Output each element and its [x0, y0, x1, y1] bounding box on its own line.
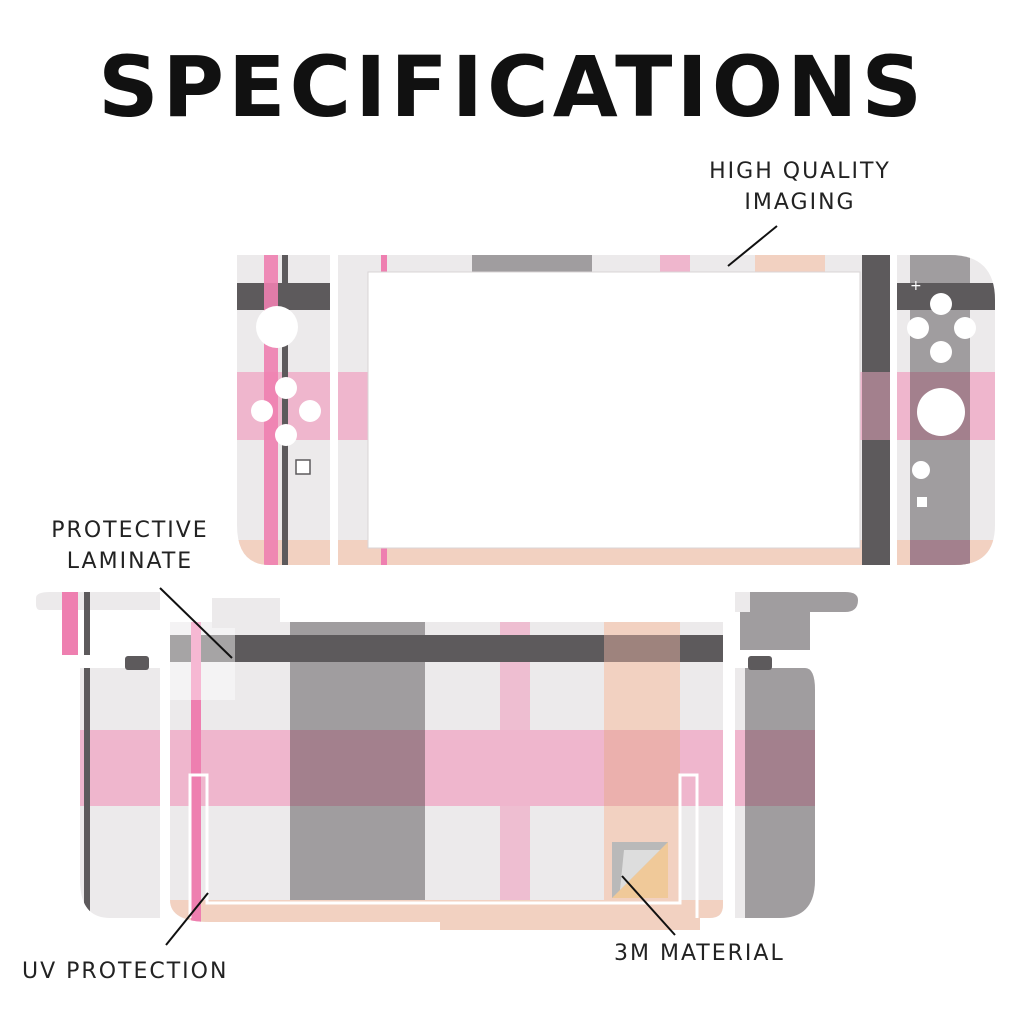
- callout-3m-material: 3M MATERIAL: [614, 941, 785, 966]
- left-stick-hole-icon: [256, 306, 298, 348]
- imaging-leader-line: [727, 225, 778, 267]
- right-stick-hole-icon: [917, 388, 965, 436]
- laminate-leader-line: [159, 587, 233, 659]
- callout-uv-protection: UV PROTECTION: [22, 959, 229, 984]
- screen-cutout: [367, 271, 861, 549]
- left-rail-skin: [80, 668, 160, 918]
- material-leader-line: [621, 875, 676, 936]
- callout-laminate-line-2: LAMINATE: [66, 549, 194, 574]
- right-trigger-skin: [735, 592, 858, 612]
- uv-leader-line: [165, 892, 209, 946]
- callout-imaging-line-1: HIGH QUALITY: [709, 159, 891, 184]
- left-joycon-skin: [237, 255, 330, 565]
- page-title: SPECIFICATIONS: [98, 38, 926, 136]
- callout-laminate-line-1: PROTECTIVE: [51, 518, 209, 543]
- callout-protective-laminate: PROTECTIVE LAMINATE: [20, 515, 240, 577]
- right-rail-skin: [735, 668, 815, 918]
- callout-imaging-line-2: IMAGING: [744, 190, 856, 215]
- kickstand-outline: [188, 773, 699, 918]
- callout-high-quality-imaging: HIGH QUALITY IMAGING: [690, 156, 910, 218]
- svg-text:+: +: [910, 278, 922, 294]
- laminate-corner: [170, 622, 235, 700]
- left-trigger-skin: [36, 592, 160, 610]
